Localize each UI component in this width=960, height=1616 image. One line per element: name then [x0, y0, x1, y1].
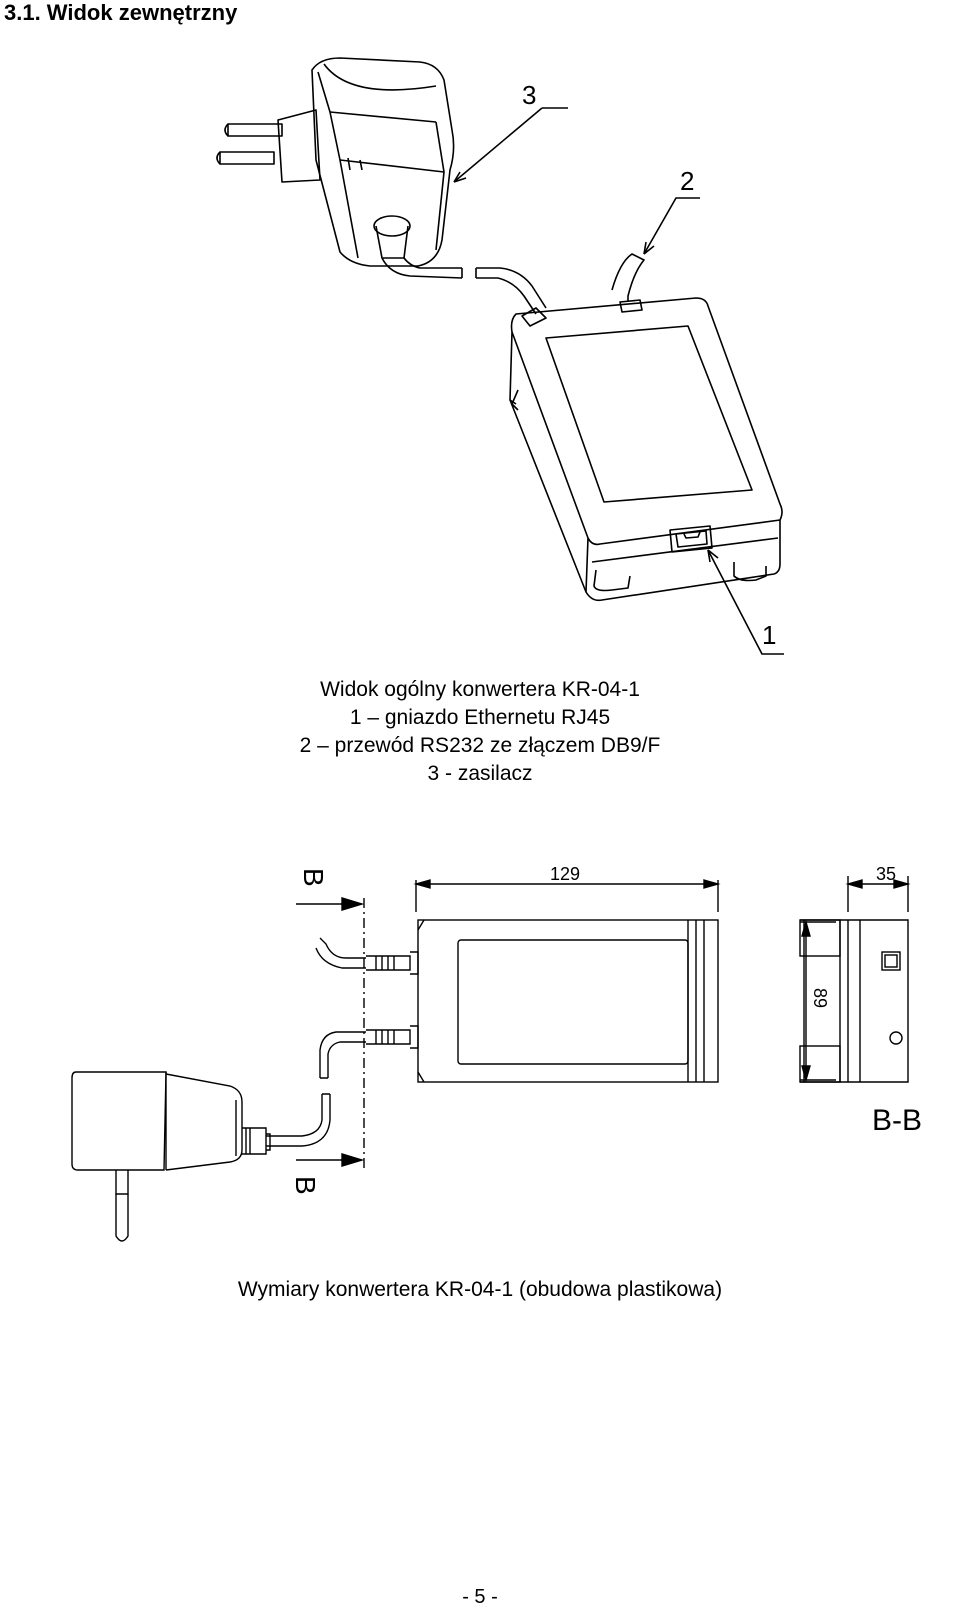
section-view-bb [799, 919, 909, 1083]
callout-1: 1 [762, 620, 776, 650]
power-supply-side-view [71, 1071, 271, 1242]
depth-dimension: 35 [876, 864, 896, 884]
cable-connectors [266, 937, 419, 1147]
power-cable [373, 215, 547, 315]
callout-3: 3 [522, 80, 536, 110]
height-dimension: 89 [810, 988, 830, 1008]
general-view-drawing: 3 2 1 [216, 57, 784, 655]
rs232-cable [611, 253, 645, 313]
caption-line: 1 – gniazdo Ethernetu RJ45 [349, 706, 611, 729]
caption-line: 2 – przewód RS232 ze złączem DB9/F [299, 734, 661, 757]
section-title: 3.1. Widok zewnętrzny [4, 0, 238, 25]
length-dimension: 129 [550, 864, 580, 884]
converter-top-view [417, 919, 719, 1083]
converter-box [509, 297, 783, 602]
dimension-caption: Wymiary konwertera KR-04-1 (obudowa plas… [237, 1278, 723, 1301]
page-number: - 5 - [462, 1586, 498, 1608]
caption-line: 3 - zasilacz [427, 762, 533, 785]
section-mark-bottom: B [290, 1176, 321, 1195]
general-view-caption: Widok ogólny konwertera KR-04-1 1 – gnia… [0, 676, 960, 788]
dimension-drawing: B B 129 [71, 864, 922, 1242]
caption-line: Widok ogólny konwertera KR-04-1 [320, 678, 640, 701]
section-view-label: B-B [872, 1104, 922, 1137]
callout-leaders [453, 107, 784, 655]
section-mark-top: B [298, 868, 329, 887]
power-plug-pins [216, 109, 321, 183]
callout-2: 2 [680, 166, 694, 196]
power-supply-body [311, 57, 455, 267]
